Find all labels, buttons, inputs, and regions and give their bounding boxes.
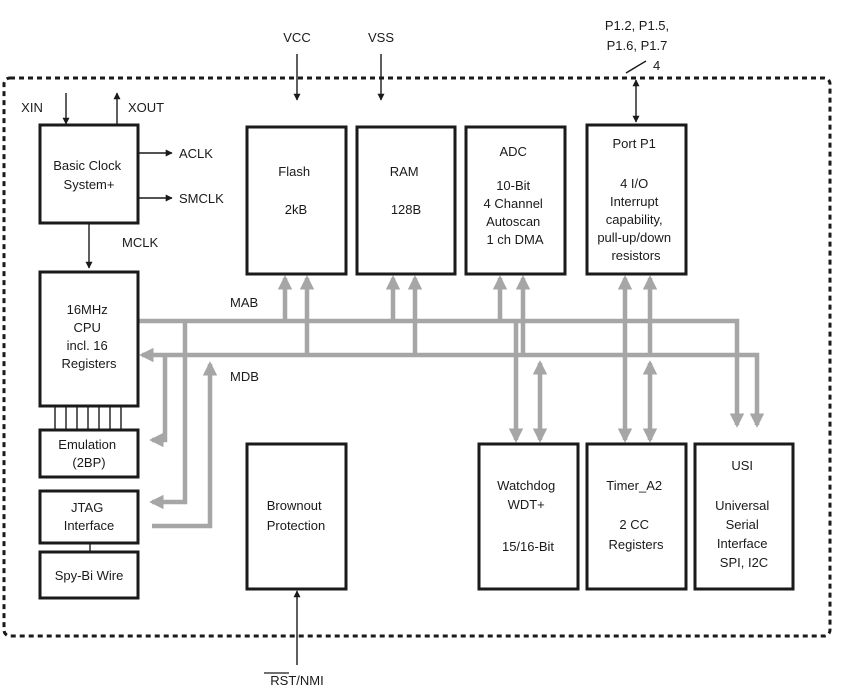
- rst-nmi-pin: RST/NMI: [264, 590, 324, 688]
- aclk-output: ACLK: [138, 146, 213, 161]
- port-p1-block: Port P1 4 I/O Interrupt capability, pull…: [585, 123, 688, 276]
- usi-text: USI Universal Serial Interface SPI, I2C: [715, 458, 773, 570]
- emulation-block: Emulation (2BP): [38, 428, 140, 479]
- xout-label: XOUT: [128, 100, 164, 115]
- vss-pin: VSS: [368, 30, 394, 101]
- port-pins: P1.2, P1.5, P1.6, P1.7 4: [605, 18, 669, 123]
- jtag-block: JTAG Interface: [38, 489, 140, 545]
- adc-block: ADC 10-Bit 4 Channel Autoscan 1 ch DMA: [464, 125, 567, 276]
- watchdog-text: Watchdog WDT+ 15/16-Bit: [497, 478, 559, 554]
- mab-label: MAB: [230, 295, 258, 310]
- brownout-block: Brownout Protection: [245, 442, 348, 591]
- spy-bi-wire-text: Spy-Bi Wire: [55, 568, 124, 583]
- cpu-block: 16MHz CPU incl. 16 Registers: [38, 270, 140, 408]
- smclk-label: SMCLK: [179, 191, 224, 206]
- xout-pin: XOUT: [113, 92, 164, 124]
- flash-block: Flash 2kB: [245, 125, 348, 276]
- mdb-label: MDB: [230, 369, 259, 384]
- basic-clock-text: Basic Clock System+: [53, 158, 125, 192]
- emulation-text: Emulation (2BP): [58, 437, 119, 470]
- spy-bi-wire-block: Spy-Bi Wire: [38, 550, 140, 600]
- vcc-label: VCC: [283, 30, 310, 45]
- jtag-text: JTAG Interface: [64, 500, 115, 533]
- usi-block: USI Universal Serial Interface SPI, I2C: [693, 442, 795, 591]
- device-boundary: [2, 76, 832, 638]
- port-pins-label-2: P1.6, P1.7: [607, 38, 668, 53]
- watchdog-block: Watchdog WDT+ 15/16-Bit: [477, 442, 580, 591]
- timer-a2-text: Timer_A2 2 CC Registers: [606, 478, 666, 552]
- xin-pin: XIN: [21, 93, 70, 125]
- port-p1-text: Port P1 4 I/O Interrupt capability, pull…: [597, 136, 674, 263]
- mclk-label: MCLK: [122, 235, 158, 250]
- cpu-emulation-links: [54, 406, 122, 552]
- ram-block: RAM 128B: [355, 125, 457, 276]
- smclk-output: SMCLK: [138, 191, 224, 206]
- timer-a2-block: Timer_A2 2 CC Registers: [585, 442, 688, 591]
- rst-nmi-label: RST/NMI: [270, 673, 323, 688]
- basic-clock-block: Basic Clock System+: [38, 123, 140, 225]
- ram-text: RAM 128B: [390, 164, 423, 217]
- adc-text: ADC 10-Bit 4 Channel Autoscan 1 ch DMA: [484, 144, 547, 247]
- vcc-pin: VCC: [283, 30, 311, 101]
- port-width-label: 4: [653, 58, 660, 73]
- xin-label: XIN: [21, 100, 43, 115]
- mclk-output: MCLK: [85, 224, 158, 269]
- mdb-bus: [139, 275, 765, 529]
- port-pins-label-1: P1.2, P1.5,: [605, 18, 669, 33]
- brownout-text: Brownout Protection: [267, 498, 326, 533]
- flash-text: Flash 2kB: [278, 164, 313, 217]
- aclk-label: ACLK: [179, 146, 213, 161]
- cpu-text: 16MHz CPU incl. 16 Registers: [62, 302, 117, 371]
- vss-label: VSS: [368, 30, 394, 45]
